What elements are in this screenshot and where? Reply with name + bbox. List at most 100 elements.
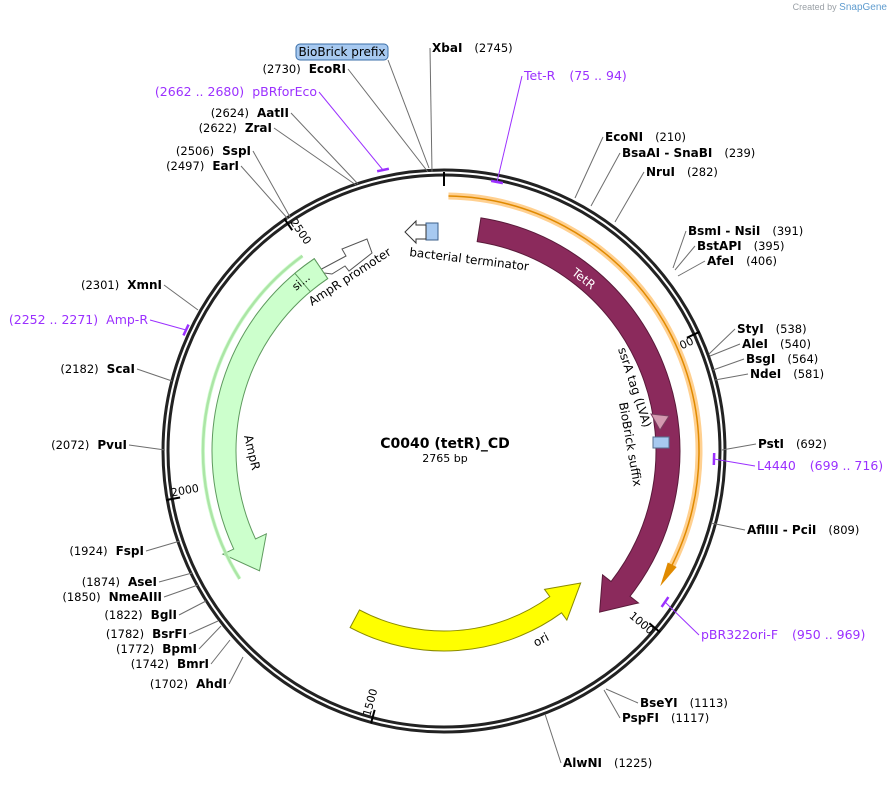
site-name: BsmI - NsiI [688,224,760,238]
primer-binding-site[interactable]: Tet-R(75 .. 94) [490,68,627,185]
ring-tick-label: 2000 [170,482,200,500]
primer-binding-site[interactable]: Amp-R(2252 .. 2271) [9,312,190,336]
restriction-site[interactable]: BmrI(1742) [131,639,231,671]
site-position: (581) [793,367,824,381]
restriction-site[interactable]: NmeAIII(1850) [62,584,199,604]
site-leader-line [210,639,231,665]
site-name: PspFI [622,711,659,725]
site-position: (395) [754,239,785,253]
svg-text:BioBrick prefix: BioBrick prefix [298,45,385,59]
restriction-site[interactable]: AseI(1874) [82,572,193,589]
site-position: (809) [828,523,859,537]
ampr-cds-arrow[interactable] [211,257,329,572]
site-name: AhdI [196,677,227,691]
terminator-arrow[interactable] [404,219,427,245]
restriction-site[interactable]: EcoNI(210) [574,130,686,199]
site-leader-line [158,572,193,583]
site-leader-line [128,444,166,451]
restriction-site[interactable]: ZraI(2622) [199,121,357,186]
restriction-site[interactable]: AflIII - PciI(809) [710,522,859,537]
restriction-site[interactable]: FspI(1924) [69,540,181,558]
restriction-site[interactable]: AatII(2624) [211,106,359,185]
site-leader-line [290,112,359,185]
backbone-ring-outer [161,168,727,734]
restriction-site[interactable]: StyI(538) [708,322,807,355]
primer-range: (2662 .. 2680) [155,84,244,99]
restriction-site[interactable]: PstI(692) [721,437,827,451]
site-name: NruI [646,165,675,179]
site-leader-line [674,245,696,271]
site-position: (239) [724,146,755,160]
restriction-site[interactable]: EarI(2497) [166,159,289,220]
ring-tick [686,330,701,339]
restriction-site[interactable]: AleI(540) [709,337,811,357]
site-leader-line [347,68,429,173]
ssra-tag-feature[interactable] [650,413,670,431]
site-leader-line [712,358,745,371]
site-leader-line [163,284,199,311]
site-name: EcoRI [309,62,346,76]
primer-name: pBRforEco [252,84,317,99]
site-leader-line [544,713,562,764]
primer-binding-site[interactable]: L4440(699 .. 716) [712,452,883,473]
restriction-site[interactable]: BsmI - NsiI (391) [672,224,803,269]
restriction-site[interactable]: BsaAI - SnaBI(239) [590,146,755,207]
plasmid-length: 2765 bp [422,452,467,465]
site-name: BsrFI [152,627,187,641]
restriction-site[interactable]: BstAPI(395) [674,239,785,271]
restriction-site[interactable]: BsrFI(1782) [106,620,219,641]
restriction-site[interactable]: PspFI(1117) [603,689,709,725]
site-name: AleI [742,337,768,351]
primer-binding-site[interactable]: pBR322ori-F(950 .. 969) [660,596,866,642]
restriction-site[interactable]: AfeI(406) [677,254,777,277]
primer-leader-line [496,75,523,183]
ring-tick [283,218,294,231]
restriction-site[interactable]: NdeI(581) [714,367,824,381]
site-leader-line [710,522,746,531]
ampr-promoter-arrow[interactable] [314,238,373,275]
ori-arrow[interactable] [349,582,582,652]
site-name: AlwNI [563,756,602,770]
restriction-site[interactable]: PvuI(2072) [51,438,166,452]
site-position: (1924) [69,544,107,558]
terminator-box[interactable] [425,222,439,241]
tetr-cds-arrow[interactable] [476,217,681,613]
restriction-site[interactable]: NruI(282) [614,165,718,223]
site-leader-line [188,620,219,635]
primer-leader-line [664,601,700,636]
site-name: XmnI [127,278,162,292]
site-leader-line [240,165,289,220]
site-position: (1874) [82,575,120,589]
site-leader-line [709,343,741,357]
biobrick-suffix-box[interactable] [652,436,670,449]
signal-peptide-feature[interactable] [294,257,329,293]
restriction-site[interactable]: BpmI(1772) [116,625,222,656]
restriction-site[interactable]: SspI(2506) [176,144,291,218]
restriction-site[interactable]: XmnI(2301) [81,278,199,311]
site-leader-line [574,136,604,199]
restriction-site[interactable]: AhdI (1702) [150,656,244,691]
site-leader-line [273,127,357,186]
biobrick-prefix-label[interactable]: BioBrick prefix [295,43,389,61]
site-position: (391) [772,224,803,238]
restriction-site[interactable]: AlwNI(1225) [544,713,652,770]
site-name: AatII [257,106,289,120]
site-position: (1702) [150,677,188,691]
restriction-site[interactable]: XbaI(2745) [429,41,513,173]
site-position: (1742) [131,657,169,671]
site-leader-line [429,47,433,173]
site-leader-line [672,230,687,269]
restriction-site[interactable]: EcoRI(2730) [262,62,429,173]
restriction-site[interactable]: BseYI(1113) [605,688,728,710]
restriction-site[interactable]: BglI(1822) [104,600,207,622]
restriction-site[interactable]: ScaI(2182) [60,362,173,382]
plasmid-name: C0040 (tetR)_CD [380,436,509,452]
site-leader-line [228,656,244,685]
primer-range: (75 .. 94) [569,68,626,83]
restriction-site[interactable]: BsgI(564) [712,352,818,371]
site-leader-line [590,152,621,207]
site-name: PstI [758,437,784,451]
primer-binding-site[interactable]: pBRforEco (2662 .. 2680) [155,84,390,173]
site-position: (2497) [166,159,204,173]
site-position: (2622) [199,121,237,135]
